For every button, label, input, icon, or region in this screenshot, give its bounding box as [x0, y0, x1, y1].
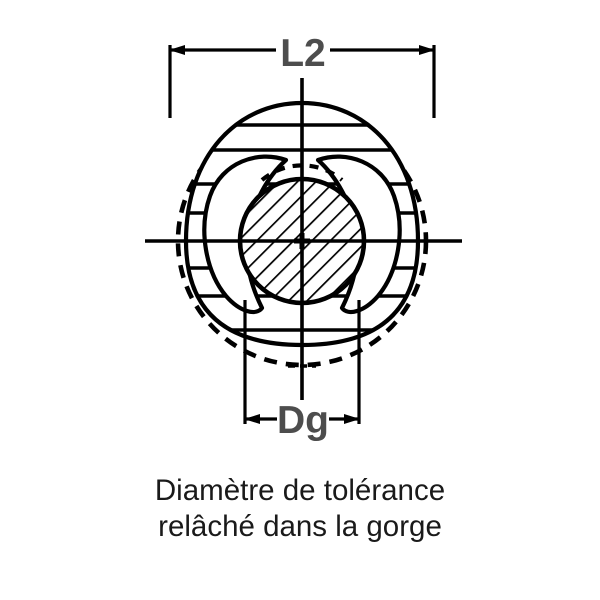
caption-line-2: relâché dans la gorge [158, 510, 442, 543]
caption-line-1: Diamètre de tolérance [155, 474, 445, 507]
bore-hidden-arc [260, 163, 344, 182]
dimension-L2: L2 [168, 32, 436, 118]
dimension-Dg: Dg [243, 300, 361, 442]
figure-caption: Diamètre de tolérance relâché dans la go… [155, 474, 445, 543]
dimension-Dg-label: Dg [277, 399, 329, 442]
dimension-L2-label: L2 [280, 32, 326, 75]
centre-mark [294, 233, 310, 249]
